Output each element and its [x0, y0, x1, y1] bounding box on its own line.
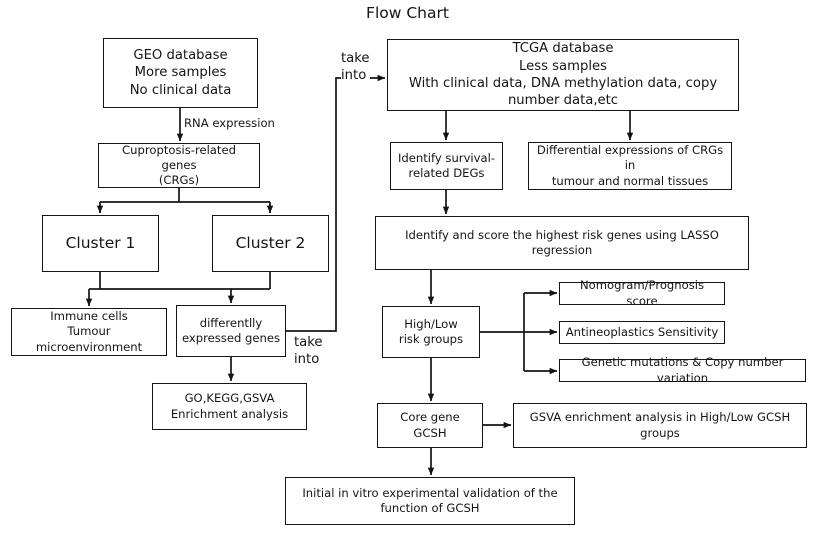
node-differently-expressed-genes[interactable]: differentlly expressed genes: [176, 305, 286, 357]
edge-label-rna-expression: RNA expression: [184, 116, 275, 131]
node-cluster-2[interactable]: Cluster 2: [212, 215, 329, 272]
edge-label-take-into-top: take into: [341, 51, 370, 85]
node-high-low-risk-groups[interactable]: High/Low risk groups: [382, 306, 480, 358]
page-title: Flow Chart: [366, 4, 449, 22]
node-identify-survival-degs[interactable]: Identify survival- related DEGs: [390, 142, 503, 190]
node-enrichment-analysis[interactable]: GO,KEGG,GSVA Enrichment analysis: [152, 383, 307, 430]
edge-crgs-split: [99, 188, 271, 213]
node-core-gene-gcsh[interactable]: Core gene GCSH: [377, 403, 483, 448]
edge-label-take-into-mid: take into: [294, 335, 323, 369]
node-lasso-regression[interactable]: Identify and score the highest risk gene…: [375, 216, 749, 270]
node-cluster-1[interactable]: Cluster 1: [42, 215, 159, 272]
node-antineoplastics-sensitivity[interactable]: Antineoplastics Sensitivity: [559, 321, 725, 344]
edge-deg-to-tcga: [286, 74, 386, 332]
node-immune-cells[interactable]: Immune cells Tumour microenvironment: [11, 308, 167, 356]
node-nomogram-prognosis-score[interactable]: Nomogram/Prognosis score: [559, 278, 725, 308]
node-cuproptosis-related-genes[interactable]: Cuproptosis-related genes (CRGs): [98, 143, 260, 188]
node-differential-expressions-crgs[interactable]: Differential expressions of CRGs in tumo…: [528, 142, 732, 190]
node-gsva-enrichment-gcsh-groups[interactable]: GSVA enrichment analysis in High/Low GCS…: [513, 403, 807, 448]
node-genetic-mutations-cnv[interactable]: Genetic mutations & Copy number variatio…: [559, 355, 806, 385]
node-in-vitro-validation[interactable]: Initial in vitro experimental validation…: [285, 477, 575, 525]
node-geo-database[interactable]: GEO database More samples No clinical da…: [103, 38, 258, 108]
node-tcga-database[interactable]: TCGA database Less samples With clinical…: [387, 39, 739, 111]
